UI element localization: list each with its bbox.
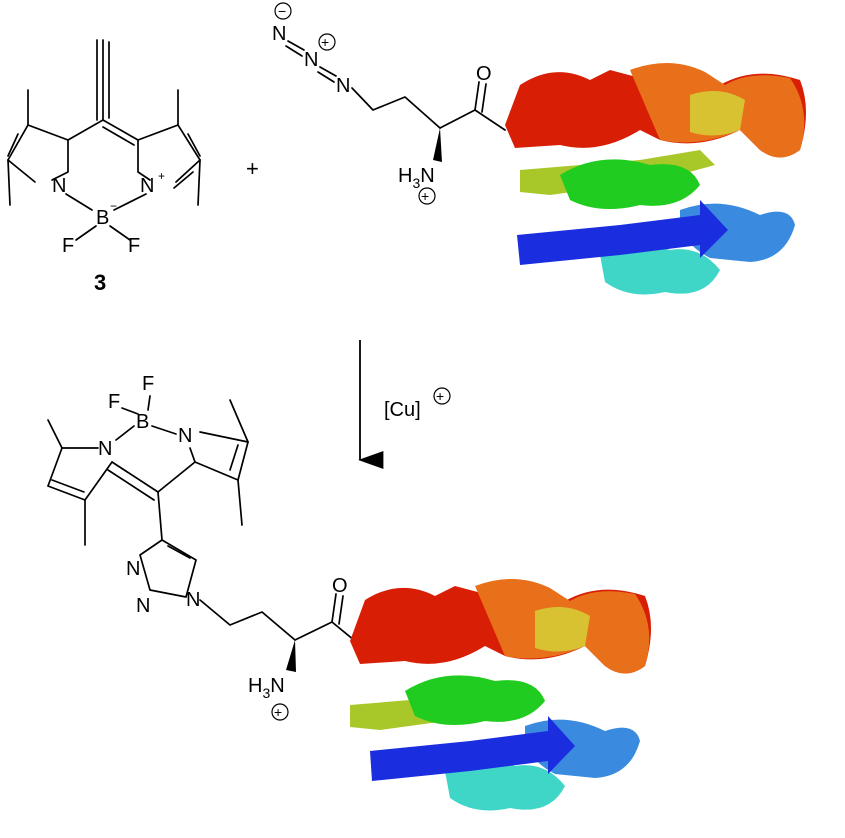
product: F F B N N N N N <box>47 373 651 811</box>
charge-plus: + <box>436 388 444 404</box>
plus-sign: + <box>246 156 259 181</box>
atom-o: O <box>332 575 348 597</box>
protein-cartoon <box>505 62 806 295</box>
atom-n: N <box>140 175 154 197</box>
charge-plus: + <box>421 188 429 204</box>
catalyst-label: [Cu] <box>384 399 421 421</box>
protein-cartoon <box>350 578 651 811</box>
atom-n: N <box>52 175 66 197</box>
amine-label: H3N <box>248 675 285 701</box>
atom-f: F <box>128 235 140 257</box>
azide-protein-reactant: − N N + N O H3N + <box>272 2 806 295</box>
atom-f: F <box>62 235 74 257</box>
charge-minus: − <box>110 199 117 213</box>
amine-label: H3N <box>398 165 435 191</box>
atom-n: N <box>178 425 192 447</box>
charge-minus: − <box>278 3 286 19</box>
atom-b: B <box>96 207 109 229</box>
charge-plus: + <box>274 704 282 720</box>
atom-f: F <box>108 391 120 413</box>
atom-n: N <box>336 75 350 97</box>
atom-n: N <box>98 438 112 460</box>
atom-n: N <box>126 558 140 580</box>
atom-f: F <box>142 373 154 395</box>
atom-n: N <box>136 595 150 617</box>
atom-n: N <box>186 589 200 611</box>
atom-n: N <box>304 49 318 71</box>
atom-n: N <box>272 23 286 45</box>
atom-o: O <box>476 63 492 85</box>
charge-plus: + <box>321 34 329 50</box>
charge-plus: + <box>158 169 165 183</box>
compound-number: 3 <box>94 270 106 295</box>
reaction-arrow: [Cu] + <box>358 340 451 469</box>
bodipy-alkyne-reactant: N N + B − F F 3 <box>7 39 201 295</box>
atom-b: B <box>136 411 149 433</box>
